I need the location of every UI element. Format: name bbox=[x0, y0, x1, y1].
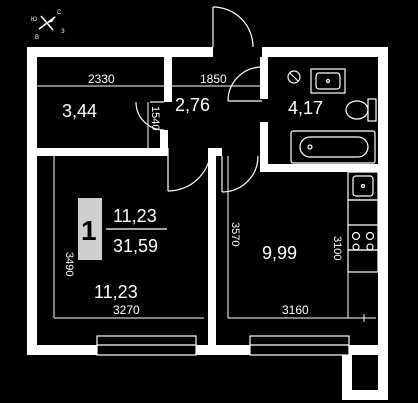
stove-icon bbox=[347, 199, 379, 273]
compass-icon: С Ю В З bbox=[31, 10, 65, 41]
toilet-icon bbox=[345, 98, 377, 122]
compass-north: С bbox=[57, 10, 62, 16]
compass-south: Ю bbox=[31, 17, 37, 23]
room-area-living: 9,99 bbox=[262, 243, 297, 263]
corner-marker-icon bbox=[360, 314, 368, 322]
dim-3160: 3160 bbox=[282, 303, 309, 317]
compass-east: В bbox=[35, 35, 39, 41]
dim-3490: 3490 bbox=[63, 252, 75, 276]
rooms-count: 1 bbox=[81, 215, 97, 246]
dim-3570: 3570 bbox=[229, 222, 241, 246]
window-icon bbox=[96, 335, 350, 356]
dim-3270: 3270 bbox=[113, 303, 140, 317]
room-area-bedroom: 11,23 bbox=[94, 282, 138, 302]
room-area-bathroom: 4,17 bbox=[288, 98, 323, 118]
dim-2330: 2330 bbox=[88, 72, 115, 86]
outer-walls bbox=[27, 47, 388, 400]
compass-west: З bbox=[61, 29, 65, 35]
dim-3100: 3100 bbox=[331, 236, 343, 260]
dim-1850: 1850 bbox=[200, 72, 227, 86]
summary-total-area: 31,59 bbox=[113, 236, 158, 256]
dimension-lines bbox=[37, 85, 376, 319]
bathtub-icon bbox=[290, 130, 376, 164]
sink-icon bbox=[347, 171, 379, 201]
sink-icon bbox=[287, 68, 346, 94]
room-area-hall: 2,76 bbox=[175, 95, 210, 115]
room-area-kitchen: 3,44 bbox=[62, 101, 97, 121]
summary-living-area: 11,23 bbox=[113, 206, 157, 226]
interior-walls bbox=[37, 57, 378, 345]
area-summary-badge: 1 11,23 31,59 bbox=[78, 198, 167, 260]
dim-1540: 1540 bbox=[149, 106, 161, 130]
